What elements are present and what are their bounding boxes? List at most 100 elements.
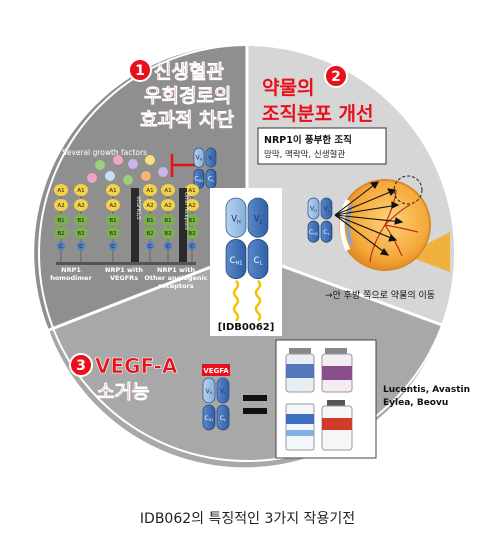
receptor-domain-label: A1 (77, 188, 84, 194)
other-receptors-bar: Other receptors (179, 188, 189, 262)
receptor-domain-a2 (161, 199, 175, 211)
inhibition-marker (170, 154, 196, 177)
receptor-domain-label: C (79, 244, 83, 250)
mechanism-2-title-line-2: 조직분포 개선 (262, 103, 374, 125)
receptor-domain-b2 (161, 227, 175, 239)
tissue-box: NRP1이 풍부한 조직 망막, 맥락막, 신생혈관 (257, 127, 387, 165)
receptor-domain-a2 (143, 199, 157, 211)
mechanism-1-title-line-1: 신생혈관 (154, 60, 224, 83)
antibody-cl-label: CL (208, 176, 214, 183)
growth-factor-dots (87, 155, 168, 185)
vegfr-bar: VEGFR1/2 (131, 188, 141, 262)
receptor-domain-label: A1 (109, 188, 116, 194)
antibody-vh-label: VH (206, 388, 213, 395)
antibody-ch-domain (202, 404, 216, 431)
receptor-domain-b2 (74, 227, 88, 239)
antibody-linker (232, 279, 240, 322)
tissue-box-title: NRP1이 풍부한 조직 (264, 134, 352, 146)
antibody-ch-domain (307, 220, 320, 243)
group-2-label-line-2: VEGFRs (110, 274, 138, 282)
receptor-domain-b1 (74, 214, 88, 226)
receptor-domain-c (146, 242, 154, 250)
drug-movement-arrows (334, 181, 404, 256)
receptor-domain-b1 (54, 214, 68, 226)
receptor-domain-label: A1 (164, 188, 171, 194)
receptor-domain-label: C (166, 244, 170, 250)
receptor-domain-label: A1 (146, 188, 153, 194)
vegfa-tag-label: VEGFA (203, 367, 229, 375)
antibody-vl-label: VL (208, 155, 214, 162)
receptor-domain-b2 (143, 227, 157, 239)
receptor-domain-label: A2 (77, 203, 84, 209)
group-1-label-line-2: homodimer (50, 274, 92, 282)
receptor-domain-label: A2 (57, 203, 64, 209)
group-3-label-line-2: Other angiogenic (144, 274, 207, 282)
mechanism-2-heading: 약물의 2 조직분포 개선 (262, 64, 374, 125)
receptor-domain-label: B1 (109, 218, 116, 224)
receptor-domain-a1 (143, 184, 157, 196)
drug-names-line-2: Eylea, Beovu (383, 398, 448, 408)
receptor-domain-a1 (74, 184, 88, 196)
antibody-ch-label: CH1 (204, 415, 213, 422)
receptor-domain-label: B1 (188, 218, 195, 224)
growth-factors-label: Several growth factors (62, 148, 147, 157)
antibody-cl-label: CL (254, 255, 263, 267)
group-1-label-line-1: NRP1 (61, 266, 81, 274)
receptor-domain-b1 (161, 214, 175, 226)
receptor-domain-label: A2 (146, 203, 153, 209)
receptor-domain-b1 (143, 214, 157, 226)
equals-sign (243, 395, 267, 414)
vial-icon (321, 400, 353, 451)
group-2-label-line-1: NRP1 with (105, 266, 143, 274)
antibody-cl-label: CL (220, 415, 226, 422)
group-3-label-line-3: receptors (158, 282, 193, 290)
mechanism-1-heading: 1 신생혈관 우회경로의 효과적 차단 (128, 58, 235, 131)
antibody-vh-domain (202, 377, 216, 404)
antibody-ch-label: CH1 (230, 255, 243, 267)
mechanism-3-heading: 3 VEGF-A 소거능 (69, 353, 178, 403)
receptor-domain-label: C (59, 244, 63, 250)
drug-vials-panel (275, 339, 377, 459)
antibody-vh-domain (307, 197, 320, 220)
receptor-domain-label: B2 (109, 231, 116, 237)
vegfr-bar-label: VEGFR1/2 (135, 196, 141, 220)
mechanism-3-title-line-1: VEGF-A (95, 354, 178, 378)
antibody-vl-domain (205, 147, 217, 168)
mechanism-1-number: 1 (135, 63, 145, 79)
receptor-domain-label: B1 (57, 218, 64, 224)
antibody-vl-domain (247, 197, 269, 238)
receptor-domain-label: C (190, 244, 194, 250)
receptor-domain-a2 (106, 199, 120, 211)
vegfa-tag: VEGFA (202, 364, 230, 376)
mechanism-2-number: 2 (331, 69, 341, 85)
receptor-domain-c (57, 242, 65, 250)
sector-mechanism-1 (34, 44, 247, 331)
receptor-domain-a2 (74, 199, 88, 211)
antibody-ch-label: CH1 (309, 229, 318, 236)
tissue-box-subtitle: 망막, 맥락막, 신생혈관 (264, 149, 345, 160)
receptor-domain-label: B1 (164, 218, 171, 224)
receptor-domain-label: B1 (77, 218, 84, 224)
receptor-domain-label: A2 (164, 203, 171, 209)
receptor-domain-c (164, 242, 172, 250)
receptor-domain-b2 (185, 227, 199, 239)
mechanism-3-title-line-2: 소거능 (97, 381, 149, 403)
antibody-vl-domain (216, 377, 230, 404)
antibody-vh-label: VH (196, 155, 203, 162)
receptor-domain-c (77, 242, 85, 250)
receptor-domain-label: A2 (109, 203, 116, 209)
antibody-vh-label: VH (231, 214, 241, 226)
antibody-name: [IDB0062] (218, 322, 275, 333)
antibody-vh-domain (193, 147, 205, 168)
receptor-domain-label: B2 (188, 231, 195, 237)
receptor-domain-c (109, 242, 117, 250)
antibody-vh-label: VH (310, 206, 317, 213)
